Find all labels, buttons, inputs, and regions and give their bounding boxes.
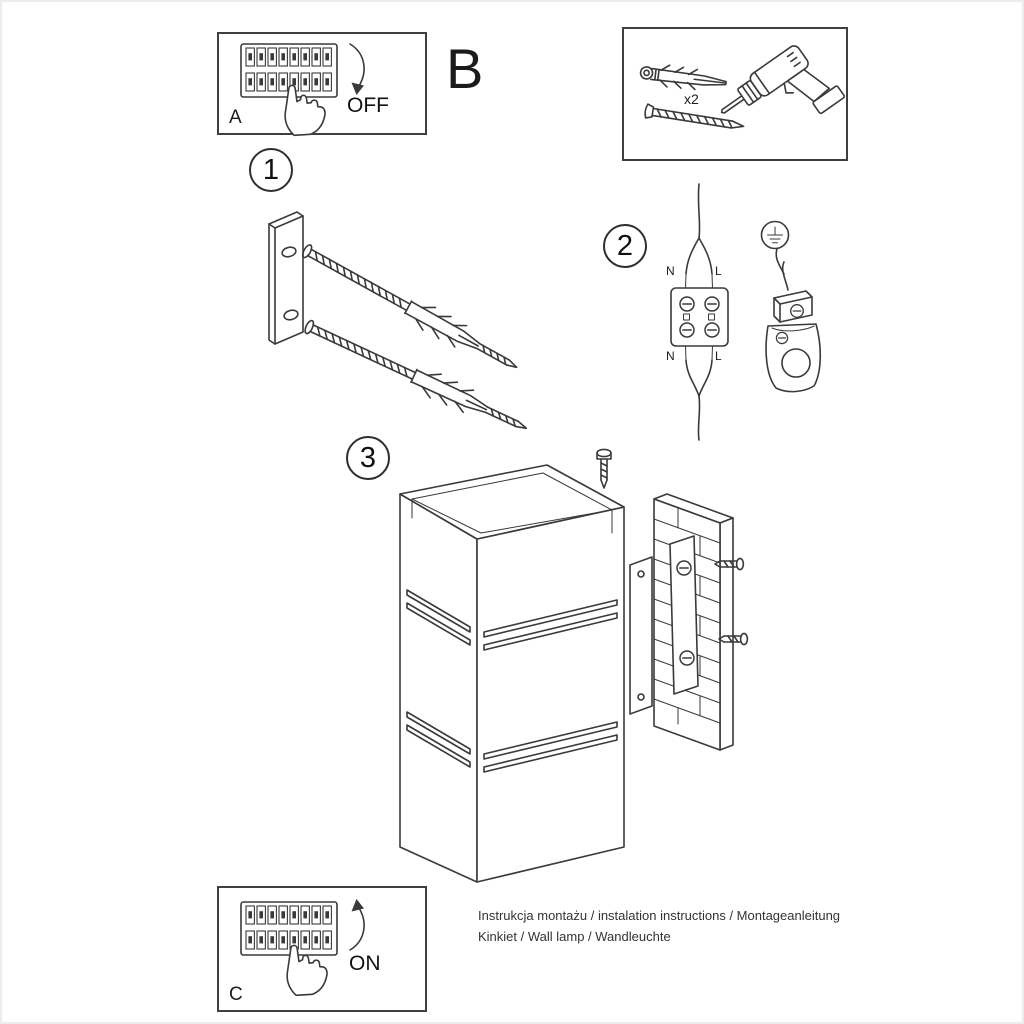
wire-terminal-icon bbox=[670, 183, 729, 441]
wire-n-bottom-label: N bbox=[666, 349, 675, 363]
panel-b-label: B bbox=[446, 37, 484, 100]
ceramic-connector-icon bbox=[765, 261, 822, 393]
drill-icon bbox=[720, 45, 845, 115]
footer-text: Instrukcja montażu / instalation instruc… bbox=[478, 905, 840, 947]
hand-icon bbox=[284, 84, 326, 137]
bracket-and-anchors-icon bbox=[268, 211, 528, 430]
wall-plug-icon bbox=[639, 64, 727, 91]
panel-a-label: A bbox=[229, 107, 242, 128]
panel-a-power-off: OFF A bbox=[217, 32, 427, 137]
wire-l-top-label: L bbox=[715, 264, 722, 278]
on-label: ON bbox=[349, 952, 381, 975]
screw-icon bbox=[644, 103, 745, 129]
panel-b-tools: x2 bbox=[622, 27, 848, 161]
hand-icon bbox=[286, 944, 328, 997]
step-2-number: 2 bbox=[603, 224, 647, 268]
off-label: OFF bbox=[347, 94, 389, 117]
footer-line-2: Kinkiet / Wall lamp / Wandleuchte bbox=[478, 929, 671, 944]
wire-n-top-label: N bbox=[666, 264, 675, 278]
step-1-number: 1 bbox=[249, 148, 293, 192]
breaker-panel-icon bbox=[240, 901, 338, 956]
arrow-off-icon bbox=[349, 43, 365, 95]
footer-line-1: Instrukcja montażu / instalation instruc… bbox=[478, 908, 841, 923]
wire-l-bottom-label: L bbox=[715, 349, 722, 363]
quantity-label: x2 bbox=[684, 91, 699, 107]
panel-c-power-on: ON C bbox=[217, 886, 427, 1012]
arrow-on-icon bbox=[349, 899, 365, 951]
wall-lamp-assembly-icon bbox=[399, 448, 749, 883]
step-3-number: 3 bbox=[346, 436, 390, 480]
panel-c-label: C bbox=[229, 984, 243, 1005]
